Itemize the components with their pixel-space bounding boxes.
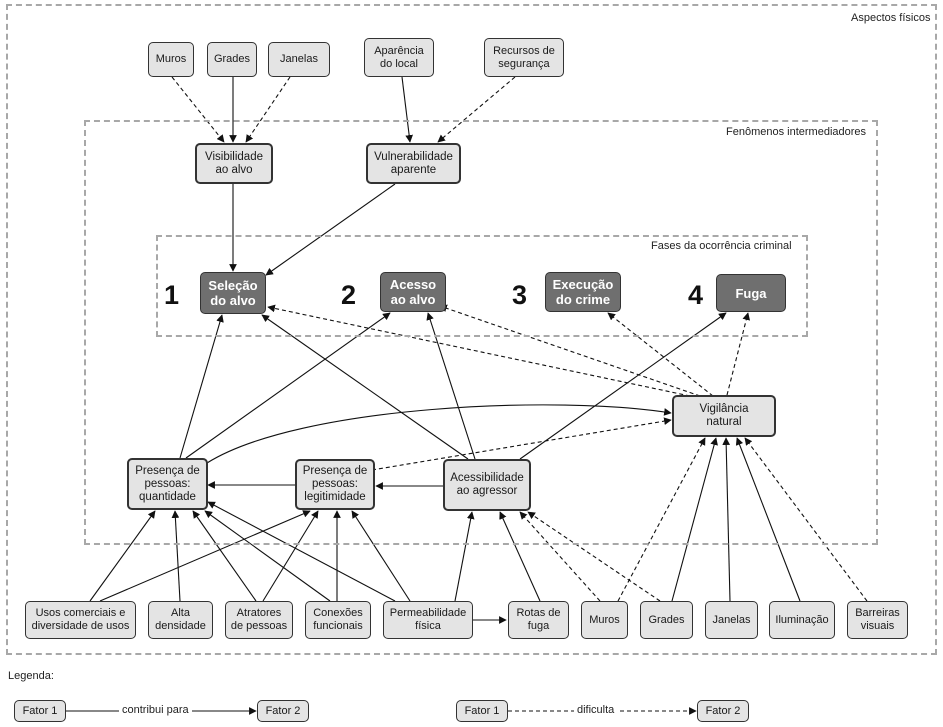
- edge-permeabilidade-legitimidade: [351, 510, 411, 602]
- frame-physical-aspects: [6, 4, 937, 655]
- edge-acessibilidade-fuga: [519, 312, 727, 460]
- top-grades-node: Grades: [207, 42, 257, 77]
- edge-aparencia-vulnerabilidade: [401, 76, 413, 143]
- edge-vigilancia-selecao: [267, 304, 691, 397]
- conexoes-node: Conexões funcionais: [305, 601, 371, 639]
- legend-solid-factor2: Fator 2: [257, 700, 309, 722]
- top-muros-node: Muros: [148, 42, 194, 77]
- edge-rotas-acessibilidade: [499, 511, 541, 602]
- legend-solid-factor1: Fator 1: [14, 700, 66, 722]
- edge-usos-legitimidade: [99, 510, 311, 602]
- legitimidade-node: Presença de pessoas: legitimidade: [295, 459, 375, 510]
- recursos-node: Recursos de segurança: [484, 38, 564, 77]
- bottom-janelas-node: Janelas: [705, 601, 758, 639]
- edge-recursos-vulnerabilidade: [437, 76, 516, 143]
- phase-3-number: 3: [512, 280, 528, 310]
- legend-solid-text: contribui para: [119, 704, 192, 716]
- phase-1-node: Seleção do alvo: [200, 272, 266, 314]
- quantidade-node: Presença de pessoas: quantidade: [127, 458, 208, 510]
- edge-quantidade-acesso: [185, 312, 391, 459]
- edge-grades-vigilancia: [671, 437, 718, 602]
- phase-4-number: 4: [688, 280, 704, 310]
- frame-phases-label: Fases da ocorrência criminal: [651, 240, 792, 252]
- edge-vigilancia-fuga: [726, 312, 751, 396]
- top-janelas-node: Janelas: [268, 42, 330, 77]
- edge-muros-vigilancia: [617, 437, 706, 602]
- legend-dashed-factor1: Fator 1: [456, 700, 508, 722]
- phase-2-node: Acesso ao alvo: [380, 272, 446, 312]
- phase-3-node: Execução do crime: [545, 272, 621, 312]
- edge-permeabilidade-quantidade: [207, 501, 396, 602]
- legend-dashed-factor2: Fator 2: [697, 700, 749, 722]
- atratores-node: Atratores de pessoas: [225, 601, 293, 639]
- phase-2-number: 2: [341, 280, 357, 310]
- barreiras-node: Barreiras visuais: [847, 601, 908, 639]
- edge-vigilancia-execucao: [607, 312, 714, 397]
- edge-permeabilidade-acessibilidade: [454, 511, 475, 602]
- edge-vulnerabilidade-selecao: [265, 183, 396, 276]
- edge-iluminacao-vigilancia: [735, 437, 801, 602]
- frame-phases: [156, 235, 808, 337]
- phase-1-number: 1: [164, 280, 180, 310]
- phase-4-node: Fuga: [716, 274, 786, 312]
- edge-muros-acessibilidade: [519, 511, 601, 602]
- edge-grades-acessibilidade: [527, 511, 661, 602]
- bottom-muros-node: Muros: [581, 601, 628, 639]
- edge-vigilancia-acesso: [439, 304, 701, 397]
- frame-intermediate: [84, 120, 878, 545]
- frame-intermediate-label: Fenômenos intermediadores: [726, 126, 867, 138]
- edge-janelas-visibilidade: [245, 76, 291, 143]
- edge-atratores-legitimidade: [262, 510, 319, 602]
- edge-acessibilidade-selecao: [261, 314, 469, 460]
- edge-legitimidade-vigilancia: [371, 417, 672, 471]
- vigilancia-node: Vigilância natural: [672, 395, 776, 437]
- edge-quantidade-selecao: [179, 314, 224, 459]
- acessibilidade-node: Acessibilidade ao agressor: [443, 459, 531, 511]
- alta-densidade-node: Alta densidade: [148, 601, 213, 639]
- visibilidade-node: Visibilidade ao alvo: [195, 143, 273, 184]
- vulnerabilidade-node: Vulnerabilidade aparente: [366, 143, 461, 184]
- usos-node: Usos comerciais e diversidade de usos: [25, 601, 136, 639]
- edge-barreiras-vigilancia: [744, 437, 868, 602]
- rotas-node: Rotas de fuga: [508, 601, 569, 639]
- edge-acessibilidade-acesso: [426, 312, 476, 460]
- legend-title: Legenda:: [8, 670, 54, 682]
- edge-usos-quantidade: [89, 510, 156, 602]
- legend-dashed-text: dificulta: [574, 704, 618, 716]
- edge-janelas-vigilancia: [722, 437, 731, 602]
- permeabilidade-node: Permeabilidade física: [383, 601, 473, 639]
- edge-alta-quantidade: [171, 510, 181, 602]
- edge-conexoes-quantidade: [204, 510, 331, 602]
- edge-quantidade-vigilancia: [206, 404, 672, 464]
- frame-physical-label: Aspectos físicos: [851, 12, 931, 24]
- aparencia-node: Aparência do local: [364, 38, 434, 77]
- bottom-grades-node: Grades: [640, 601, 693, 639]
- iluminacao-node: Iluminação: [769, 601, 835, 639]
- edge-atratores-quantidade: [192, 510, 257, 602]
